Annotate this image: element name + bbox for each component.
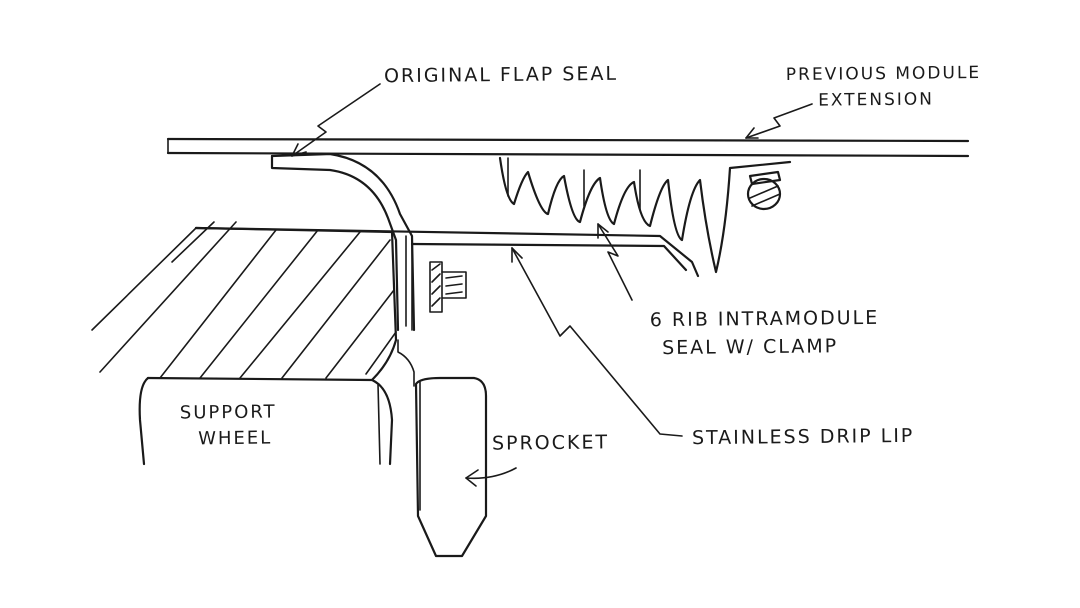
label-support-wheel: SUPPORT WHEEL xyxy=(180,399,277,452)
label-support-wheel-line1: SUPPORT xyxy=(179,401,277,424)
six-rib-intramodule-seal xyxy=(498,156,792,274)
sprocket xyxy=(414,376,488,558)
drip-lip-bolt xyxy=(429,261,467,313)
label-six-rib-seal-line1: 6 RIB INTRAMODULE xyxy=(649,306,880,332)
label-six-rib-seal-line2: SEAL w/ CLAMP xyxy=(662,335,839,360)
label-stainless-drip-lip: STAINLESS DRIP LIP xyxy=(691,424,915,450)
leader-stainless-drip-lip xyxy=(511,247,683,437)
leader-sprocket xyxy=(465,467,517,487)
support-wheel xyxy=(91,221,415,466)
clamp-screw xyxy=(746,170,782,211)
original-flap-seal xyxy=(270,152,416,332)
label-sprocket: SPROCKET xyxy=(491,431,610,455)
label-previous-module-extension-line1: PREVIOUS MODULE xyxy=(785,62,982,86)
previous-module-extension xyxy=(166,137,970,158)
label-six-rib-seal: 6 RIB INTRAMODULE SEAL w/ CLAMP xyxy=(650,305,880,361)
stainless-drip-lip xyxy=(194,226,700,331)
label-original-flap-seal: ORIGINAL FLAP SEAL xyxy=(383,62,619,88)
leader-six-rib-seal xyxy=(597,223,633,301)
label-previous-module-extension-line2: EXTENSION xyxy=(818,89,935,111)
label-support-wheel-line2: WHEEL xyxy=(198,427,273,450)
support-wheel-hatching xyxy=(91,221,397,379)
leader-original-flap-seal xyxy=(291,83,381,157)
leader-previous-module-extension xyxy=(745,103,813,139)
label-previous-module-extension: PREVIOUS MODULE EXTENSION xyxy=(786,60,982,114)
